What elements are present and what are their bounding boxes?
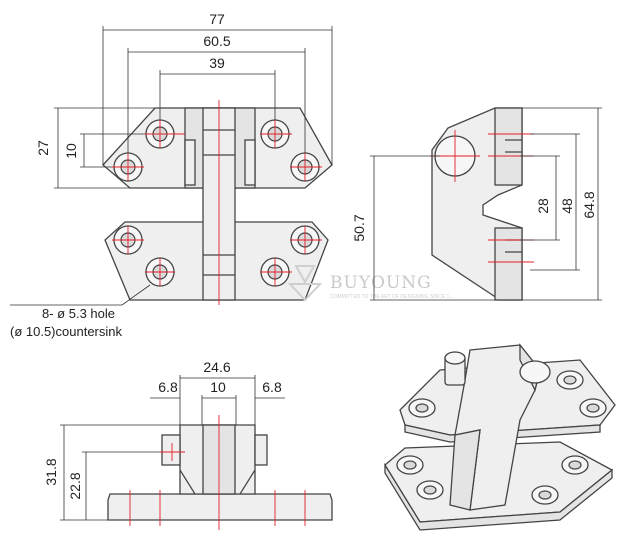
watermark-logo xyxy=(287,265,323,302)
dim-10-label: 10 xyxy=(63,143,79,159)
watermark-tagline: COMMITTED TO THE ART OF DESIGNING SINCE … xyxy=(330,294,453,300)
side-dimensions xyxy=(370,107,602,301)
front-center-lines xyxy=(112,100,322,305)
dim-27-label: 27 xyxy=(35,140,51,156)
bottom-center-lines xyxy=(129,415,306,530)
watermark: BUYOUNG COMMITTED TO THE ART OF DESIGNIN… xyxy=(287,265,453,302)
watermark-brand: BUYOUNG xyxy=(330,273,432,293)
bottom-left-pin xyxy=(161,434,181,466)
right-pin-lug xyxy=(244,139,256,186)
side-view: 50.7 28 48 64.8 xyxy=(351,107,602,301)
dim-6-8-right-label: 6.8 xyxy=(262,379,282,395)
side-upper-block xyxy=(494,107,523,186)
bottom-dimensions xyxy=(60,375,285,521)
dim-28-label: 28 xyxy=(535,198,551,214)
dim-31-8-label: 31.8 xyxy=(43,458,59,485)
front-view: 77 60.5 39 27 10 8- ø 5.3 hole (ø 10.5)c… xyxy=(10,11,333,339)
hole-note-line1: 8- ø 5.3 hole xyxy=(42,306,115,321)
bottom-view: 24.6 6.8 10 6.8 31.8 22.8 xyxy=(43,359,333,530)
dim-6-8-left-label: 6.8 xyxy=(158,379,178,395)
left-pin-lug xyxy=(184,139,196,186)
dim-22-8-label: 22.8 xyxy=(67,472,83,499)
dim-48-label: 48 xyxy=(559,198,575,214)
dim-64-8-label: 64.8 xyxy=(581,191,597,218)
dim-50-7-label: 50.7 xyxy=(351,214,367,241)
bottom-right-pin xyxy=(254,434,268,466)
isometric-view xyxy=(384,343,616,531)
hole-note-line2: (ø 10.5)countersink xyxy=(10,324,122,339)
hole-note-leader xyxy=(121,284,151,306)
dim-39-label: 39 xyxy=(209,55,225,71)
iso-pin-head xyxy=(519,360,551,384)
bottom-base xyxy=(107,493,333,521)
dim-77-label: 77 xyxy=(209,11,225,27)
dim-60-5-label: 60.5 xyxy=(203,33,230,49)
side-lower-block xyxy=(494,227,523,301)
dim-10-bottom-label: 10 xyxy=(210,379,226,395)
dim-24-6-label: 24.6 xyxy=(203,359,230,375)
iso-holes xyxy=(396,370,607,505)
front-dimensions xyxy=(54,26,333,189)
